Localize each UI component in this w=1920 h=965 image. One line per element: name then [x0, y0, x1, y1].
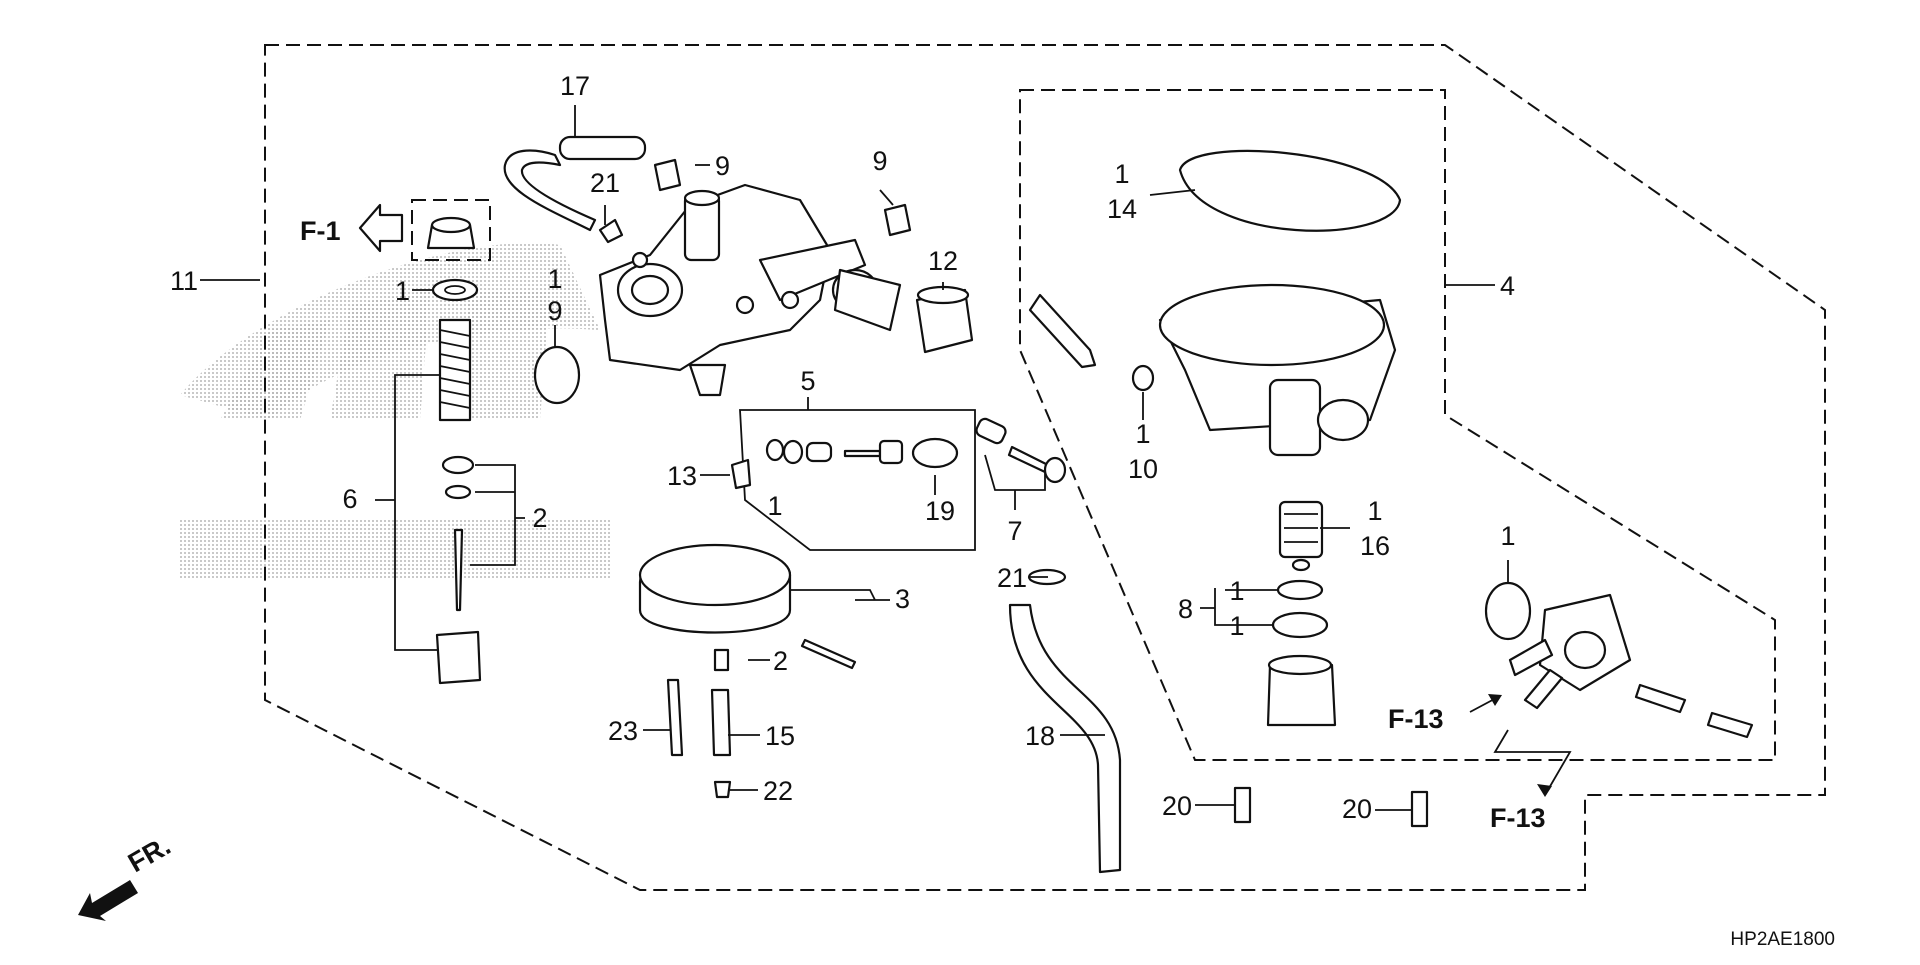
kit-bracket: [739, 409, 976, 551]
fuel-valve: [1508, 593, 1632, 710]
ref-f13a[interactable]: F-13: [1388, 704, 1444, 734]
screw-right-2: [1706, 711, 1754, 739]
callout-20b: 20: [1342, 794, 1372, 824]
carburetor-body: [598, 183, 902, 397]
jet-holder-15: [710, 688, 732, 757]
cap-box: [411, 199, 491, 261]
callout-20a: 20: [1162, 791, 1192, 821]
callout-2b: 2: [773, 646, 788, 676]
float-3: [638, 543, 857, 670]
f13-arrow-b: [1493, 729, 1572, 796]
callout-7: 7: [1007, 516, 1022, 546]
throttle-slide: [435, 630, 482, 685]
gasket-14: [1178, 149, 1402, 232]
f13-arrow-b-head: [1537, 784, 1552, 797]
callout-6: 6: [342, 484, 357, 514]
callout-22: 22: [763, 776, 793, 806]
float-chamber-4: [1158, 283, 1397, 457]
f13-arrow-a-head: [1488, 694, 1502, 706]
screw-7: [975, 417, 1067, 484]
ring-8b: [1271, 611, 1329, 639]
callout-16: 16: [1360, 531, 1390, 561]
callout-21b: 21: [997, 563, 1027, 593]
hose-18: [1008, 603, 1122, 874]
drain-screw: [1028, 293, 1097, 369]
callout-1i: 1: [1500, 521, 1515, 551]
spring-6: [438, 318, 472, 422]
clip-21a: [598, 218, 624, 244]
kit-5-parts: [765, 437, 959, 469]
callout-1h: 1: [1229, 611, 1244, 641]
ref-f1[interactable]: F-1: [300, 216, 341, 246]
clip-2a: [441, 455, 475, 475]
callout-1f: 1: [1367, 496, 1382, 526]
screw-22: [713, 780, 732, 799]
callout-10: 10: [1128, 454, 1158, 484]
o-ring-9: [533, 345, 581, 405]
jet-needle: [453, 528, 464, 612]
f1-arrow-icon: [358, 203, 404, 253]
washer-1a: [431, 278, 479, 302]
callout-2a: 2: [532, 503, 547, 533]
watermark-logo: [180, 242, 610, 580]
callout-4: 4: [1500, 271, 1515, 301]
screw-20b: [1410, 790, 1429, 828]
callout-1c: 1: [767, 491, 782, 521]
jet-2: [713, 648, 730, 672]
callout-1d: 1: [1114, 159, 1129, 189]
callout-21a: 21: [590, 168, 620, 198]
callout-11: 11: [170, 266, 198, 296]
clip-9b: [883, 203, 912, 237]
clip-9a: [653, 158, 682, 192]
callout-14: 14: [1107, 194, 1137, 224]
screw-13: [730, 458, 752, 490]
callout-19: 19: [925, 496, 955, 526]
diagram-code: HP2AE1800: [1730, 929, 1835, 950]
front-label: FR.: [123, 830, 176, 878]
callout-17: 17: [560, 71, 590, 101]
callout-13: 13: [667, 461, 697, 491]
hose-17: [503, 135, 647, 232]
leader-lines: [200, 105, 1509, 811]
callout-9a: 9: [715, 151, 730, 181]
callout-23: 23: [608, 716, 638, 746]
needle-jet-23: [666, 678, 684, 757]
washer-1a-hole: [444, 285, 466, 295]
callout-12: 12: [928, 246, 958, 276]
callout-1g: 1: [1229, 576, 1244, 606]
callout-5: 5: [800, 366, 815, 396]
callout-15: 15: [765, 721, 795, 751]
ref-f13b[interactable]: F-13: [1490, 803, 1546, 833]
washer-10: [1131, 364, 1155, 392]
callout-3: 3: [895, 584, 910, 614]
ring-8a: [1276, 579, 1324, 601]
cap-12: [915, 285, 974, 354]
float-chamber-boundary: [1019, 89, 1776, 761]
callout-18: 18: [1025, 721, 1055, 751]
clip-2b: [444, 484, 472, 500]
screw-20a: [1233, 786, 1252, 824]
callout-1e: 1: [1135, 419, 1150, 449]
front-arrow-icon: [78, 880, 138, 921]
callout-1a: 1: [395, 276, 410, 306]
drain-plug: [1266, 654, 1337, 727]
callout-1b: 1: [547, 264, 562, 294]
cap-part: [426, 216, 476, 250]
callout-9c: 9: [547, 296, 562, 326]
screw-right-1: [1634, 683, 1687, 714]
outer-boundary: [264, 44, 1826, 891]
callout-8: 8: [1178, 594, 1193, 624]
filter-16: [1278, 500, 1324, 572]
callout-9b: 9: [872, 146, 887, 176]
o-ring-1i: [1484, 581, 1532, 641]
